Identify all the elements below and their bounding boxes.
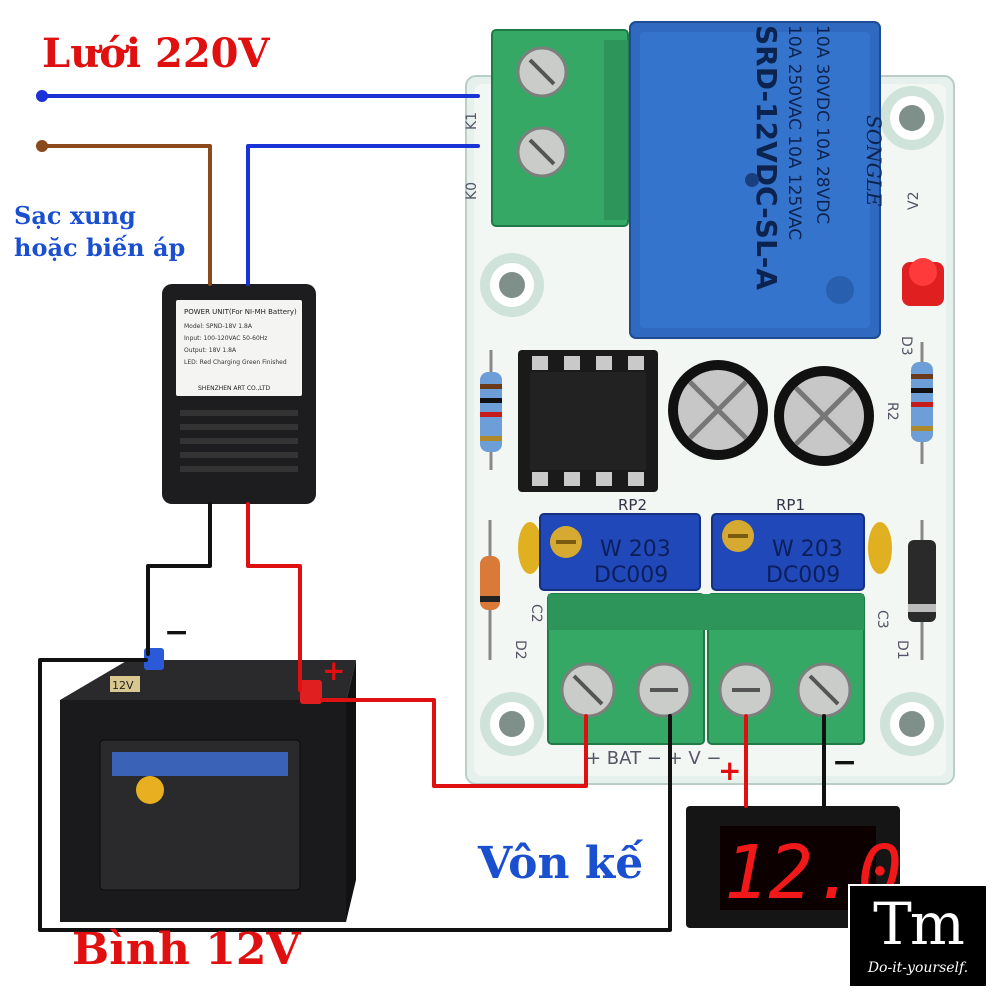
diode-d2: [480, 520, 500, 660]
charger-maker: SHENZHEN ART CO.,LTD: [198, 385, 270, 392]
silk-label-k1: K1: [464, 112, 480, 130]
charger-plate-line: LED: Red Charging Green Finished: [184, 359, 287, 366]
svg-text:DC009: DC009: [766, 563, 840, 588]
capacitor-c2: [518, 522, 542, 574]
charger-transformer: POWER UNIT(For NI-MH Battery) Model: SPN…: [162, 284, 316, 504]
battery-positive-terminal: [300, 680, 322, 704]
rp2-label: RP2: [618, 496, 647, 514]
relay-brand-text: SONGLE: [862, 115, 886, 207]
svg-text:W 203: W 203: [772, 537, 843, 562]
charger-label: Sạc xung hoặc biến áp: [14, 200, 185, 264]
wiring: [38, 94, 826, 932]
silk-label-k0: K0: [464, 182, 480, 200]
charger-plate-line: Input: 100-120VAC 50-60Hz: [184, 335, 267, 342]
logo-tagline: Do-it-yourself.: [867, 960, 969, 976]
rp1-label: RP1: [776, 496, 805, 514]
mounting-hole: [480, 692, 544, 756]
resistor-r2: [911, 342, 933, 464]
capacitor-c1: [668, 360, 768, 460]
output-terminal-block: [547, 593, 865, 745]
voltmeter-plus-mark: +: [718, 754, 741, 787]
charger-plate-line: Output: 18V 1.8A: [184, 347, 237, 354]
brand-logo: Tm Do-it-yourself.: [848, 884, 988, 988]
svg-text:DC009: DC009: [594, 563, 668, 588]
wire-charger-negative: [146, 502, 212, 656]
silk-label-v2: V2: [906, 192, 922, 210]
relay-pin: [745, 173, 759, 187]
charger-label-line2: hoặc biến áp: [14, 233, 186, 262]
silk-label-c2: C2: [528, 604, 544, 623]
mains-terminal-block: [491, 29, 629, 227]
capacitor-c3: [868, 522, 892, 574]
logo-mark: Tm: [873, 890, 965, 958]
charger-plate-line: Model: SPND-18V 1.8A: [184, 323, 253, 330]
battery-model-label: 12V: [112, 679, 134, 692]
mounting-hole: [880, 692, 944, 756]
terminal-silk-label: + BAT − + V −: [586, 748, 722, 769]
potentiometer-rp2: W 203 DC009: [539, 513, 701, 591]
svg-text:W 203: W 203: [600, 537, 671, 562]
relay-pin: [826, 276, 854, 304]
battery-plus-mark: +: [322, 654, 345, 687]
wire-end: [36, 90, 48, 102]
capacitor-c4: [774, 366, 874, 466]
charger-label-line1: Sạc xung: [14, 201, 136, 230]
relay-model-text: SRD-12VDC-SL-A: [750, 25, 783, 290]
wire-charger-positive: [246, 502, 302, 692]
silk-label-d3: D3: [898, 336, 914, 356]
mounting-hole: [480, 253, 544, 317]
wire-battery-negative: [38, 658, 672, 932]
wire-battery-positive: [320, 698, 588, 788]
silk-label-r2: R2: [884, 402, 900, 421]
wire-mains-to-board: [246, 144, 480, 286]
battery-minus-mark: −: [164, 615, 189, 650]
potentiometer-rp1: W 203 DC009: [711, 513, 865, 591]
wire-end: [36, 140, 48, 152]
battery: 12V: [60, 648, 356, 922]
relay: SRD-12VDC-SL-A 10A 250VAC 10A 125VAC 10A…: [629, 21, 886, 339]
relay-rating-text: 10A 250VAC 10A 125VAC: [784, 25, 804, 240]
charger-plate-title: POWER UNIT(For NI-MH Battery): [184, 308, 297, 316]
voltmeter-minus-mark: −: [832, 745, 857, 780]
silk-label-d1: D1: [894, 640, 910, 660]
silk-label-c3: C3: [874, 610, 890, 629]
silk-label-d2: D2: [512, 640, 528, 660]
mounting-hole: [880, 86, 944, 150]
wire-mains-neutral: [40, 144, 212, 286]
battery-label: Bình 12V: [72, 924, 301, 975]
ic-chip: [518, 350, 658, 492]
grid-label: Lưới 220V: [42, 30, 270, 77]
diode-d1: [908, 520, 936, 660]
relay-rating-text: 10A 30VDC 10A 28VDC: [812, 25, 832, 224]
led-d3: [902, 258, 944, 306]
resistor-r1: [480, 350, 502, 470]
voltmeter-label: Vôn kế: [478, 838, 644, 889]
